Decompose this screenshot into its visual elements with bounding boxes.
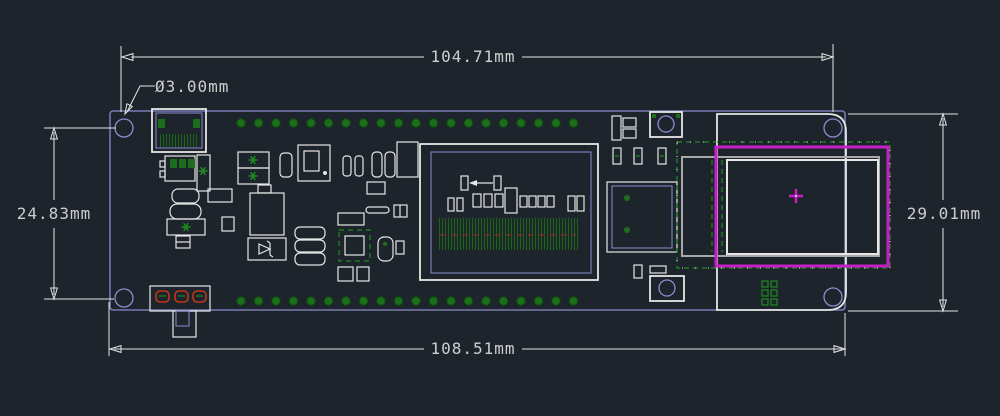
fpc-connector: [606, 181, 678, 253]
usb-connector: [151, 108, 207, 153]
dimension-label-left: 24.83mm: [16, 204, 92, 223]
right-small-components: [611, 115, 667, 279]
hole-diameter-label: Ø3.00mm: [155, 77, 230, 96]
display-center-mark: [789, 189, 803, 203]
dimension-bottom: [108, 302, 847, 356]
dimension-label-top: 104.71mm: [430, 47, 516, 66]
battery-connector: [149, 285, 211, 338]
dimension-right: [848, 112, 958, 313]
antenna-hatch-area: [438, 218, 578, 250]
dimension-label-bottom: 108.51mm: [430, 339, 516, 358]
esp32-module: [419, 143, 599, 281]
board-outline: [109, 110, 846, 311]
dimension-left: [44, 126, 116, 301]
pin-row-top: [236, 118, 579, 128]
dimension-label-right: 29.01mm: [906, 204, 982, 223]
button-bottom: [649, 275, 685, 302]
dimension-top: [120, 44, 835, 112]
green-pad-grid: [761, 280, 778, 306]
pin-row-bottom: [236, 296, 579, 306]
button-top: [649, 111, 683, 138]
mounting-holes: [114, 118, 843, 308]
display-module: [676, 113, 891, 311]
display-active-area: [714, 145, 890, 268]
left-component-cluster: [159, 141, 419, 282]
hole-diameter-leader: [124, 85, 155, 116]
